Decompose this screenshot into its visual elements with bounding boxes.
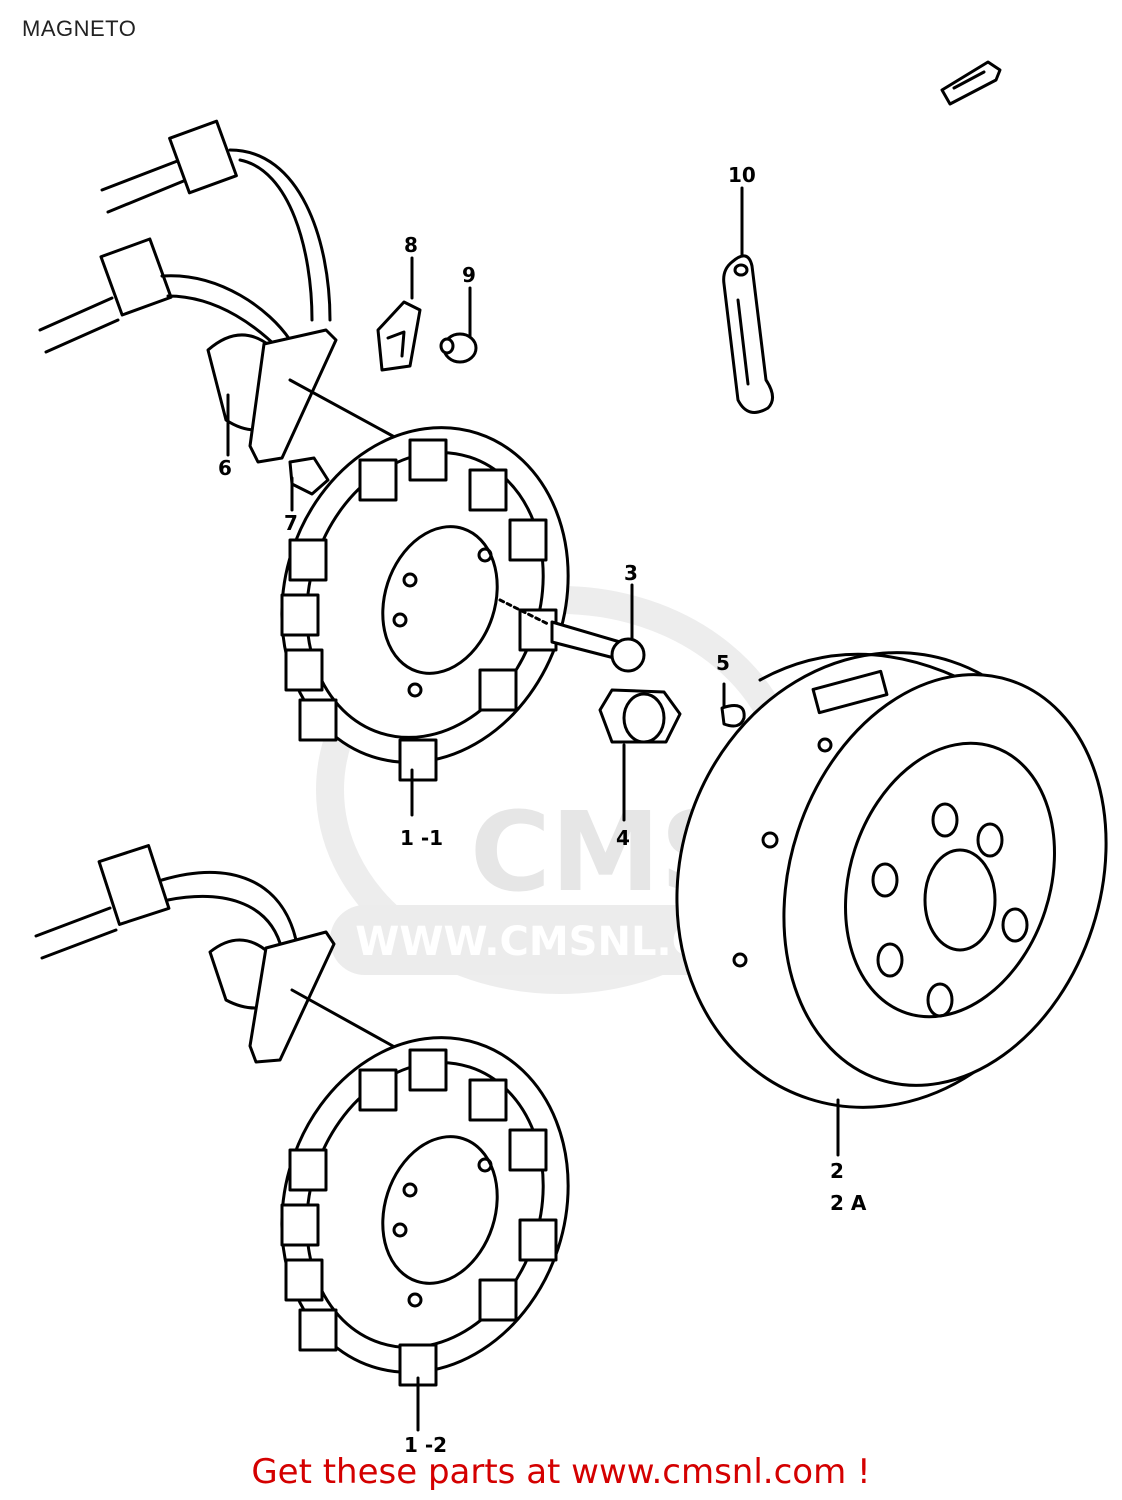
callout-9: 9 bbox=[462, 263, 476, 287]
callout-3: 3 bbox=[624, 561, 638, 585]
stator-1-1-wiring bbox=[38, 119, 402, 464]
callout-10: 10 bbox=[728, 163, 756, 187]
stator-1-2 bbox=[280, 1036, 570, 1432]
part-9-screw bbox=[439, 286, 478, 364]
page-title: MAGNETO bbox=[22, 16, 137, 41]
front-arrow-icon bbox=[940, 60, 1002, 106]
callout-1-1: 1 -1 bbox=[400, 826, 443, 850]
part-5-key bbox=[720, 682, 746, 728]
part-8-clamp bbox=[376, 256, 422, 372]
part-4-nut bbox=[598, 688, 682, 822]
part-10-tool bbox=[722, 186, 774, 414]
callout-7: 7 bbox=[284, 511, 298, 535]
stator-1-2-wiring bbox=[34, 844, 402, 1064]
stator-1-1 bbox=[280, 426, 570, 817]
callout-4: 4 bbox=[616, 826, 630, 850]
callout-2: 2 bbox=[830, 1159, 844, 1183]
callout-5: 5 bbox=[716, 651, 730, 675]
footer-link-text[interactable]: Get these parts at www.cmsnl.com ! bbox=[251, 1452, 871, 1492]
callout-6: 6 bbox=[218, 456, 232, 480]
part-3-bolt bbox=[498, 583, 646, 673]
part-7-screw bbox=[288, 456, 330, 512]
part-2-rotor bbox=[675, 651, 1108, 1157]
callout-8: 8 bbox=[404, 233, 418, 257]
callout-1-2: 1 -2 bbox=[404, 1433, 447, 1457]
callout-2a: 2 A bbox=[830, 1191, 867, 1215]
